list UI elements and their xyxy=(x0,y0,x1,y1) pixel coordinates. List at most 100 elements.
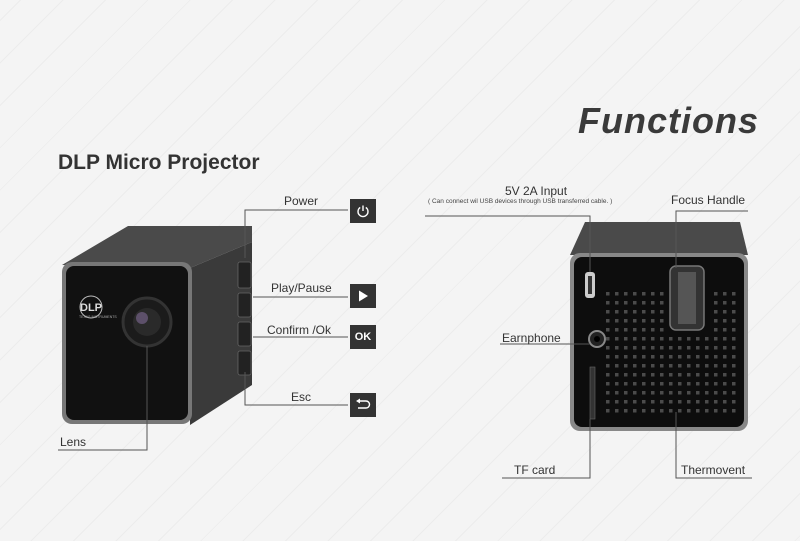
vent-hole xyxy=(615,337,619,341)
vent-hole xyxy=(660,373,664,377)
vent-hole xyxy=(723,310,727,314)
vent-hole xyxy=(723,400,727,404)
vent-hole xyxy=(705,400,709,404)
vent-hole xyxy=(723,382,727,386)
vent-hole xyxy=(732,373,736,377)
vent-hole xyxy=(651,319,655,323)
vent-hole xyxy=(615,346,619,350)
vent-hole xyxy=(714,328,718,332)
vent-hole xyxy=(633,328,637,332)
vent-hole xyxy=(705,337,709,341)
vent-hole xyxy=(714,292,718,296)
vent-hole xyxy=(642,292,646,296)
vent-hole xyxy=(624,409,628,413)
confirm-ok-label: Confirm /Ok xyxy=(267,323,332,337)
vent-hole xyxy=(615,364,619,368)
vent-hole xyxy=(615,292,619,296)
vent-hole xyxy=(687,391,691,395)
vent-hole xyxy=(678,337,682,341)
vent-hole xyxy=(633,373,637,377)
vent-hole xyxy=(633,346,637,350)
ok-button[interactable]: OK xyxy=(350,325,376,349)
vent-hole xyxy=(714,346,718,350)
esc-button[interactable] xyxy=(350,393,376,417)
vent-hole xyxy=(651,391,655,395)
earphone-label: Earnphone xyxy=(502,331,561,345)
vent-hole xyxy=(660,391,664,395)
ok-icon: OK xyxy=(354,331,372,343)
vent-hole xyxy=(696,337,700,341)
vent-hole xyxy=(660,319,664,323)
vent-hole xyxy=(642,310,646,314)
vent-hole xyxy=(705,364,709,368)
vent-hole xyxy=(669,355,673,359)
input-note: ( Can connect wil USB devices through US… xyxy=(428,198,613,205)
vent-hole xyxy=(633,364,637,368)
vent-hole xyxy=(651,346,655,350)
vent-hole xyxy=(732,355,736,359)
input-label: 5V 2A Input xyxy=(505,184,568,198)
play-pause-button[interactable] xyxy=(350,284,376,308)
vent-hole xyxy=(705,409,709,413)
vent-hole xyxy=(624,364,628,368)
vent-hole xyxy=(642,400,646,404)
ti-logo: TEXAS INSTRUMENTS xyxy=(79,315,117,319)
vent-hole xyxy=(642,319,646,323)
vent-hole xyxy=(714,391,718,395)
vent-hole xyxy=(678,391,682,395)
vent-hole xyxy=(615,400,619,404)
vent-hole xyxy=(606,391,610,395)
vent-hole xyxy=(714,319,718,323)
vent-hole xyxy=(633,400,637,404)
vent-hole xyxy=(696,364,700,368)
vent-hole xyxy=(723,337,727,341)
vent-hole xyxy=(705,391,709,395)
vent-hole xyxy=(606,319,610,323)
vent-hole xyxy=(732,310,736,314)
vent-hole xyxy=(696,409,700,413)
vent-hole xyxy=(651,328,655,332)
vent-hole xyxy=(642,301,646,305)
vent-hole xyxy=(714,400,718,404)
vent-hole xyxy=(606,301,610,305)
vent-hole xyxy=(660,382,664,386)
vent-hole xyxy=(705,346,709,350)
vent-hole xyxy=(669,337,673,341)
vent-hole xyxy=(624,310,628,314)
vent-hole xyxy=(660,364,664,368)
vent-hole xyxy=(669,400,673,404)
vent-hole xyxy=(696,373,700,377)
vent-hole xyxy=(642,391,646,395)
vent-hole xyxy=(732,301,736,305)
vent-hole xyxy=(696,346,700,350)
vent-hole xyxy=(714,355,718,359)
vent-hole xyxy=(687,355,691,359)
vent-hole xyxy=(678,364,682,368)
vent-hole xyxy=(624,346,628,350)
tf-card-label: TF card xyxy=(514,463,556,477)
vent-hole xyxy=(687,409,691,413)
lens-label: Lens xyxy=(60,435,87,449)
vent-hole xyxy=(633,382,637,386)
vent-hole xyxy=(687,364,691,368)
vent-hole xyxy=(624,355,628,359)
vent-hole xyxy=(606,337,610,341)
vent-hole xyxy=(615,310,619,314)
vent-hole xyxy=(723,328,727,332)
vent-hole xyxy=(687,373,691,377)
vent-hole xyxy=(651,409,655,413)
vent-hole xyxy=(714,337,718,341)
vent-hole xyxy=(714,310,718,314)
vent-hole xyxy=(696,400,700,404)
vent-hole xyxy=(678,382,682,386)
play-pause-label: Play/Pause xyxy=(271,281,332,295)
vent-hole xyxy=(606,382,610,386)
vent-hole xyxy=(678,400,682,404)
vent-hole xyxy=(633,409,637,413)
power-button[interactable] xyxy=(350,199,376,223)
vent-hole xyxy=(633,337,637,341)
vent-hole xyxy=(687,400,691,404)
vent-hole xyxy=(624,400,628,404)
vent-hole xyxy=(624,319,628,323)
vent-hole xyxy=(642,409,646,413)
